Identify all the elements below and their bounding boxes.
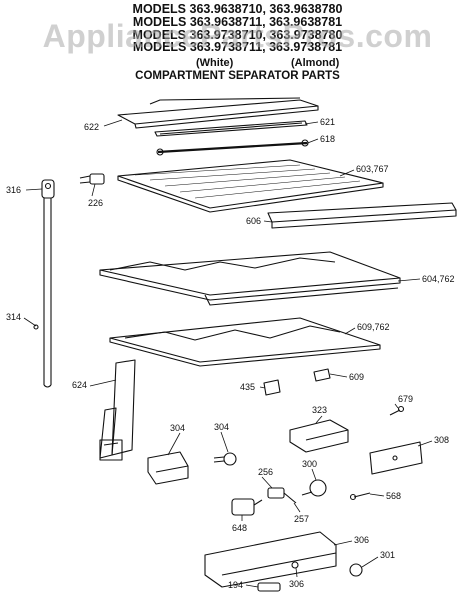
label-679: 679 — [398, 394, 413, 404]
label-304-housing: 304 — [170, 423, 185, 433]
part-624-duct — [99, 359, 136, 461]
part-435-bracket — [263, 379, 281, 396]
part-304-housing — [147, 451, 189, 485]
label-226: 226 — [88, 198, 103, 208]
label-306-clip: 306 — [289, 579, 304, 589]
part-226-clip — [79, 173, 105, 185]
part-609-separator-bottom — [109, 317, 381, 367]
label-622: 622 — [84, 122, 99, 132]
label-618: 618 — [320, 134, 335, 144]
color-white-label: (White) — [196, 57, 234, 69]
part-606-trim — [267, 202, 457, 229]
part-316-314-rod — [33, 179, 55, 388]
part-304-knob — [213, 452, 237, 466]
label-304-knob: 304 — [214, 422, 229, 432]
part-622-top-cover — [117, 97, 319, 129]
diagram-header: MODELS 363.9638710, 363.9638780 MODELS 3… — [0, 0, 475, 86]
part-618-rod — [156, 139, 309, 156]
label-568: 568 — [386, 491, 401, 501]
label-435: 435 — [240, 382, 255, 392]
label-301: 301 — [380, 550, 395, 560]
label-604-762: 604,762 — [422, 274, 455, 284]
label-603-767: 603,767 — [356, 164, 389, 174]
label-624: 624 — [72, 380, 87, 390]
part-300-fan — [301, 479, 327, 497]
part-679-screw — [389, 405, 405, 416]
label-609-762: 609,762 — [357, 322, 390, 332]
color-almond-label: (Almond) — [291, 57, 340, 69]
part-568-screw — [349, 492, 371, 501]
models-line-3: MODELS 363.9738710, 363.9738780 — [132, 28, 343, 42]
part-323-housing — [289, 419, 349, 453]
label-609: 609 — [349, 372, 364, 382]
label-306-base: 306 — [354, 535, 369, 545]
models-line-2: MODELS 363.9638711, 363.9638781 — [132, 15, 343, 29]
label-316: 316 — [6, 185, 21, 195]
models-line-1: MODELS 363.9638710, 363.9638780 — [132, 2, 343, 16]
label-606: 606 — [246, 216, 261, 226]
label-314: 314 — [6, 312, 21, 322]
label-300: 300 — [302, 459, 317, 469]
part-603-shelf — [117, 159, 384, 213]
label-308: 308 — [434, 435, 449, 445]
diagram-subtitle: COMPARTMENT SEPARATOR PARTS — [135, 70, 340, 82]
part-604-separator-top — [99, 251, 401, 306]
label-256: 256 — [258, 467, 273, 477]
part-621-rail — [154, 120, 308, 137]
label-194: 194 — [228, 580, 243, 590]
part-306-base — [204, 531, 337, 588]
part-648-motor — [231, 498, 263, 516]
label-323: 323 — [312, 405, 327, 415]
label-648: 648 — [232, 523, 247, 533]
color-variants: (White) (Almond) — [0, 57, 475, 69]
part-308-bracket — [369, 441, 423, 475]
models-line-4: MODELS 363.9738711, 363.9738781 — [132, 40, 343, 54]
label-621: 621 — [320, 117, 335, 127]
part-301-knob — [349, 563, 363, 577]
label-257: 257 — [294, 514, 309, 524]
part-256-switch — [267, 487, 297, 504]
part-194-clip — [257, 582, 281, 592]
leader-lines — [23, 119, 433, 588]
watermark: AppliancePartsPros.com — [42, 18, 433, 54]
part-609-small — [313, 368, 331, 382]
